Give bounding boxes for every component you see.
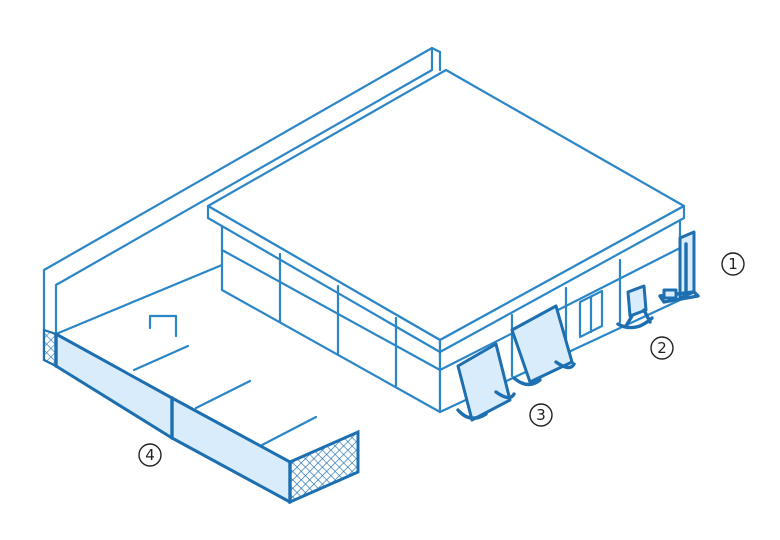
callout-3: 3 [529,403,553,427]
callout-2: 2 [650,336,674,360]
callout-4-label: 4 [145,446,155,464]
building [206,68,686,414]
large-swing-board-right [510,304,576,387]
callout-1-label: 1 [728,255,738,273]
callout-3-label: 3 [536,406,546,424]
callout-1: 1 [721,252,745,276]
callout-2-label: 2 [657,339,667,357]
tall-stand-sign [658,230,700,304]
banner-fence [42,328,360,505]
small-a-board-stand [616,284,654,330]
large-swing-board-left [456,342,516,422]
building-door [578,289,604,339]
callout-4: 4 [138,443,162,467]
